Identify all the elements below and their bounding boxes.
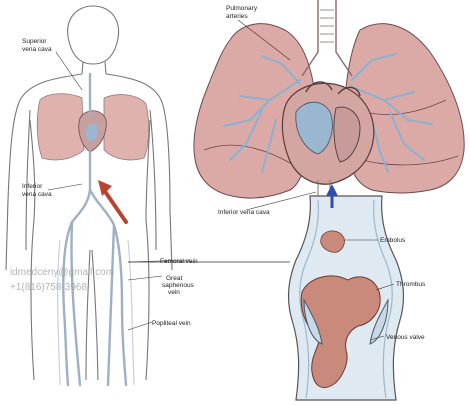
label-inferior-vena-cava-left-1: Inferior <box>22 183 43 190</box>
label-pulmonary-arteries-1: Pulmonary <box>226 5 258 12</box>
label-thrombus: Thrombus <box>396 281 426 288</box>
small-lungs <box>37 94 149 160</box>
label-great-saphenous-vein-2: saphenous <box>162 282 195 289</box>
trachea <box>302 0 352 76</box>
label-inferior-vena-cava-right: Inferior vena cava <box>218 209 270 216</box>
watermark-phone: +1(816)758-3968 <box>10 282 87 293</box>
label-venous-valve: Venous valve <box>386 334 425 341</box>
label-femoral-vein: Femoral vein <box>160 258 198 265</box>
label-inferior-vena-cava-left-2: vena cava <box>22 191 52 198</box>
label-popliteal-vein: Popliteal vein <box>152 320 191 327</box>
watermark: idmedceny@gmail.com +1(816)758-3968 <box>10 267 114 293</box>
label-great-saphenous-vein-3: vein <box>168 289 180 296</box>
label-pulmonary-arteries-2: arteries <box>226 13 248 20</box>
label-embolus: Embolus <box>380 237 406 244</box>
label-great-saphenous-vein-1: Great <box>166 275 182 282</box>
label-superior-vena-cava-2: vena cava <box>22 46 52 53</box>
watermark-email: idmedceny@gmail.com <box>10 267 114 278</box>
label-superior-vena-cava-1: Superior <box>22 38 47 45</box>
red-flow-arrow <box>98 180 126 222</box>
